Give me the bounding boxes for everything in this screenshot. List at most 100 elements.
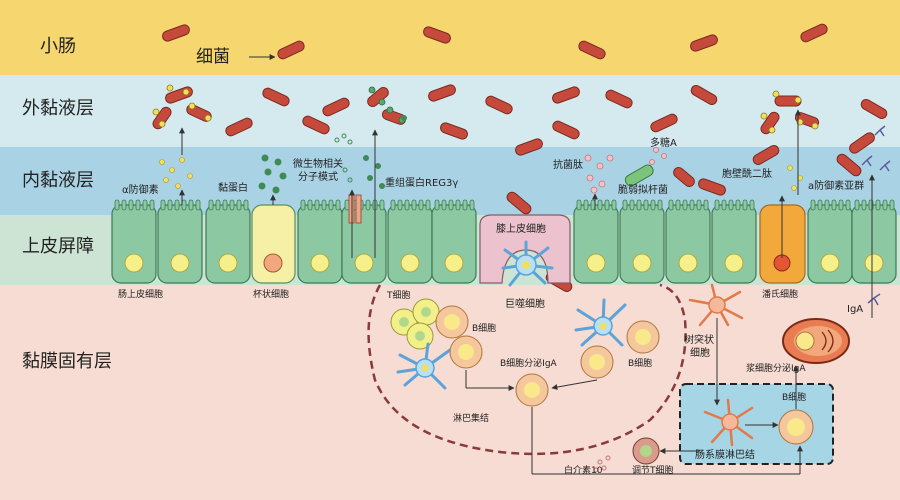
alpha-defensin-particles: [159, 157, 803, 191]
bacterium: [698, 178, 726, 196]
microvillus: [583, 199, 589, 211]
label-plasma-iga: 浆细胞分泌IgA: [746, 362, 806, 374]
microvillus: [222, 199, 228, 211]
microvillus: [742, 199, 748, 211]
microvillus: [441, 199, 447, 211]
label-macrophage: 巨噬细胞: [505, 297, 545, 310]
bacterium: [849, 132, 875, 154]
bacterium: [860, 99, 888, 119]
label-bacteria: 细菌: [196, 47, 230, 67]
bacterium: [225, 117, 253, 137]
cell-nucleus: [124, 253, 144, 273]
bacterium: [322, 97, 350, 117]
cell-nucleus: [632, 253, 652, 273]
bacterium: [673, 167, 695, 187]
microvillus: [728, 199, 734, 211]
label-b-cell-1: B细胞: [472, 322, 496, 334]
microvillus: [636, 199, 642, 211]
bacterium: [277, 40, 305, 60]
label-b-cell-iga: B细胞分泌IgA: [500, 357, 558, 369]
label-peptidoglycan: 胞壁酰二肽: [722, 167, 772, 180]
bacterium: [800, 23, 828, 43]
microvillus: [714, 199, 720, 211]
bacteria-group: [162, 23, 888, 292]
microvillus: [611, 199, 617, 211]
microvillus: [121, 199, 127, 211]
bacterium: [552, 86, 580, 104]
microvillus: [379, 199, 385, 211]
bacterium: [440, 122, 468, 140]
microvillus: [174, 199, 180, 211]
cell-nucleus: [678, 253, 698, 273]
microvillus: [462, 199, 468, 211]
microvillus: [328, 199, 334, 211]
label-b-cell-3: B细胞: [782, 391, 806, 403]
label-iga: IgA: [847, 304, 863, 315]
bacterium: [485, 95, 513, 115]
microvillus: [817, 199, 823, 211]
bacterium: [506, 191, 532, 215]
microvillus: [418, 199, 424, 211]
microvillus: [810, 199, 816, 211]
microvillus: [167, 199, 173, 211]
dendritic-cell-patch: [396, 342, 452, 390]
cell-nucleus: [444, 253, 464, 273]
microvillus: [300, 199, 306, 211]
b-cells: [435, 305, 660, 407]
microvillus: [735, 199, 741, 211]
microvillus: [425, 199, 431, 211]
cell-nucleus: [170, 253, 190, 273]
bacteroides-fragilis: [624, 164, 654, 187]
dendritic-cell-node: [703, 398, 754, 447]
label-inner-mucus: 内黏液层: [22, 170, 94, 191]
microvillus: [243, 199, 249, 211]
microvillus: [195, 199, 201, 211]
microvillus: [160, 199, 166, 211]
enterocyte: [619, 204, 665, 284]
microvillus: [590, 199, 596, 211]
cell-nucleus: [218, 253, 238, 273]
microvillus: [181, 199, 187, 211]
microvillus: [149, 199, 155, 211]
bacterium: [302, 115, 330, 135]
enterocyte: [711, 204, 757, 284]
microvillus: [397, 199, 403, 211]
bacterium: [262, 87, 290, 107]
enterocyte: [111, 204, 157, 284]
label-a-defensin-subgroup: a防御素亚群: [808, 179, 864, 192]
label-paneth-cell: 潘氏细胞: [762, 288, 798, 300]
microvillus: [135, 199, 141, 211]
enterocyte: [665, 204, 711, 284]
microvillus: [236, 199, 242, 211]
microvillus: [668, 199, 674, 211]
microvillus: [831, 199, 837, 211]
cell-nucleus: [820, 253, 840, 273]
cell-nucleus: [724, 253, 744, 273]
label-interleukin10: 白介素10: [564, 464, 603, 476]
label-mucin: 黏蛋白: [218, 181, 248, 194]
microvillus: [335, 199, 341, 211]
cell-nucleus: [310, 253, 330, 273]
microvillus: [838, 199, 844, 211]
bacterium: [578, 40, 606, 60]
bacterium: [152, 106, 172, 130]
label-enterocyte: 肠上皮细胞: [118, 288, 163, 300]
bacterium: [752, 145, 780, 165]
label-mamp-1: 微生物相关: [293, 157, 343, 170]
label-dendritic-cell-2: 细胞: [690, 346, 710, 359]
iga-antibodies: [861, 125, 891, 306]
label-treg: 调节T细胞: [632, 464, 674, 476]
microvillus: [854, 199, 860, 211]
microvillus: [455, 199, 461, 211]
microvillus: [208, 199, 214, 211]
microvillus: [597, 199, 603, 211]
goblet-cell: [251, 204, 296, 284]
label-small-intestine: 小肠: [40, 36, 76, 57]
arrows: [179, 54, 875, 475]
regulatory-t-cell: [632, 437, 660, 465]
microvillus: [448, 199, 454, 211]
microvillus: [682, 199, 688, 211]
microvillus: [229, 199, 235, 211]
bacterium: [515, 138, 543, 156]
microvillus: [114, 199, 120, 211]
